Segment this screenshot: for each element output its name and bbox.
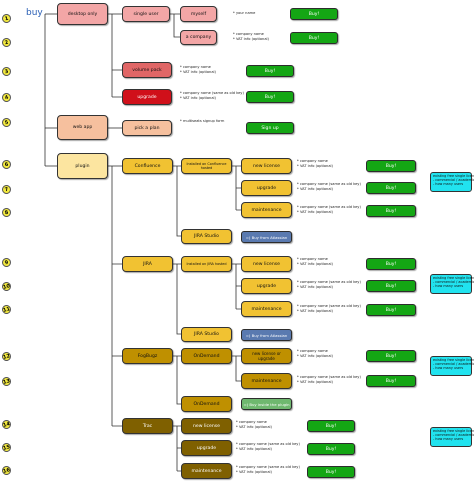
buy-from-atlassian-button[interactable]: =) Buy from Atlassian <box>241 329 292 341</box>
confluence-hosted-node[interactable]: Installed on Confluence hosted <box>181 158 232 174</box>
fogbugz-ondemand-node[interactable]: OnDemand <box>181 396 232 412</box>
note-company-vat: * company name * VAT info (optional) <box>297 349 333 358</box>
note-company-same-vat: * company name (same as old key) * VAT i… <box>297 375 361 384</box>
fogbugz-node[interactable]: FogBugz <box>122 348 173 364</box>
note-company-vat: * company name * VAT info (optional) <box>297 257 333 266</box>
buy-button[interactable]: Buy! <box>366 182 416 194</box>
buy-button[interactable]: Buy! <box>366 350 416 362</box>
note-your-name: * your name <box>233 11 256 15</box>
buy-inside-plugin-button[interactable]: =) Buy inside the plugin <box>241 398 292 410</box>
single-user-node[interactable]: single user <box>122 6 170 22</box>
note-company-same-vat: * company name (same as old key) * VAT i… <box>236 465 300 474</box>
license-info-note: existing free single license - commercia… <box>430 172 474 192</box>
desktop-only-node[interactable]: desktop only <box>57 3 108 25</box>
note-company-same-vat: * company name (same as old key) * VAT i… <box>297 304 361 313</box>
buy-button[interactable]: Buy! <box>366 258 416 270</box>
buy-button[interactable]: Buy! <box>246 91 294 103</box>
web-app-node[interactable]: web app <box>57 115 108 140</box>
jira-new-license-node[interactable]: new license <box>241 256 292 272</box>
confluence-studio-node[interactable]: JIRA Studio <box>181 229 232 244</box>
upgrade-desktop-node[interactable]: upgrade <box>122 89 172 105</box>
fogbugz-maintenance-node[interactable]: maintenance <box>241 373 292 389</box>
buy-button[interactable]: Buy! <box>366 280 416 292</box>
trac-node[interactable]: Trac <box>122 418 173 434</box>
company-node[interactable]: a company <box>180 30 217 45</box>
buy-button[interactable]: Buy! <box>307 420 355 432</box>
fogbugz-ondemand-node[interactable]: OnDemand <box>181 348 232 364</box>
buy-button[interactable]: Buy! <box>366 375 416 387</box>
buy-button[interactable]: Buy! <box>307 443 355 455</box>
jira-node[interactable]: JIRA <box>122 256 173 272</box>
jira-studio-node[interactable]: JIRA Studio <box>181 327 232 342</box>
note-multiseats: * multiseats signup form <box>180 119 225 123</box>
buy-from-atlassian-button[interactable]: =) Buy from Atlassian <box>241 231 292 243</box>
page-title: buy <box>26 8 43 18</box>
note-company-vat: * company name * VAT info (optional) <box>233 32 269 41</box>
trac-upgrade-node[interactable]: upgrade <box>181 440 232 456</box>
jira-upgrade-node[interactable]: upgrade <box>241 278 292 294</box>
jira-hosted-node[interactable]: Installed on JIRA hosted <box>181 256 232 272</box>
jira-maintenance-node[interactable]: maintenance <box>241 301 292 317</box>
license-info-note: existing free single license - commercia… <box>430 427 474 447</box>
note-company-same-vat: * company name (same as old key) * VAT i… <box>297 182 361 191</box>
fogbugz-new-license-node[interactable]: new license or upgrade <box>241 348 292 364</box>
note-company-vat: * company name * VAT info (optional) <box>180 65 216 74</box>
volume-pack-node[interactable]: volume pack <box>122 62 172 78</box>
confluence-new-license-node[interactable]: new license <box>241 158 292 174</box>
note-company-vat: * company name * VAT info (optional) <box>236 420 272 429</box>
plugin-node[interactable]: plugin <box>57 153 108 179</box>
note-company-same-vat: * company name (same as old key) * VAT i… <box>180 91 244 100</box>
buy-button[interactable]: Buy! <box>307 466 355 478</box>
buy-button[interactable]: Buy! <box>366 205 416 217</box>
buy-button[interactable]: Buy! <box>290 32 338 44</box>
trac-new-license-node[interactable]: new license <box>181 418 232 434</box>
trac-maintenance-node[interactable]: maintenance <box>181 463 232 479</box>
buy-button[interactable]: Buy! <box>246 65 294 77</box>
note-company-same-vat: * company name (same as old key) * VAT i… <box>297 205 361 214</box>
buy-button[interactable]: Buy! <box>290 8 338 20</box>
confluence-node[interactable]: Confluence <box>122 158 173 174</box>
sign-up-button[interactable]: Sign up <box>246 122 294 134</box>
license-info-note: existing free single license - commercia… <box>430 356 474 376</box>
buy-button[interactable]: Buy! <box>366 160 416 172</box>
pick-plan-node[interactable]: pick a plan <box>122 120 172 136</box>
confluence-upgrade-node[interactable]: upgrade <box>241 180 292 196</box>
note-company-same-vat: * company name (same as old key) * VAT i… <box>236 442 300 451</box>
confluence-maintenance-node[interactable]: maintenance <box>241 202 292 218</box>
buy-button[interactable]: Buy! <box>366 304 416 316</box>
note-company-vat: * company name * VAT info (optional) <box>297 159 333 168</box>
myself-node[interactable]: myself <box>180 6 217 22</box>
license-info-note: existing free single license - commercia… <box>430 274 474 294</box>
note-company-same-vat: * company name (same as old key) * VAT i… <box>297 280 361 289</box>
